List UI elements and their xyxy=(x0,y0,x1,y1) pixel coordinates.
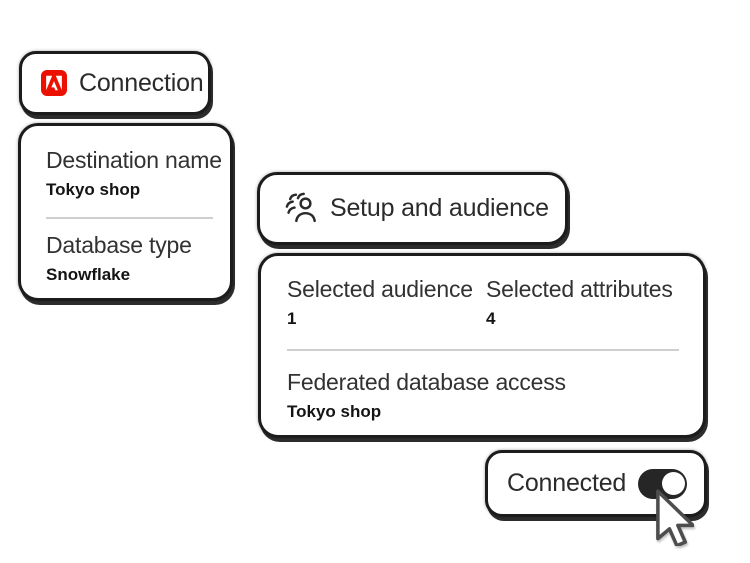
connected-toggle[interactable] xyxy=(638,468,687,499)
audience-icon xyxy=(285,192,316,223)
toggle-knob xyxy=(661,472,685,495)
database-type-value: Snowflake xyxy=(46,264,131,284)
divider xyxy=(46,216,213,219)
connection-title: Connection xyxy=(79,68,204,97)
selected-attributes-stat: Selected attributes 4 xyxy=(486,276,673,330)
summary-stats-row: Selected audience 1 Selected attributes … xyxy=(287,276,683,330)
setup-audience-card: Setup and audience xyxy=(257,172,568,245)
federated-access-label: Federated database access xyxy=(287,368,566,395)
connected-card: Connected xyxy=(485,450,707,517)
adobe-logo-icon xyxy=(41,70,67,96)
federated-access-value: Tokyo shop xyxy=(287,401,382,421)
selected-attributes-label: Selected attributes xyxy=(486,276,673,302)
selected-audience-label: Selected audience xyxy=(287,276,473,302)
setup-audience-title: Setup and audience xyxy=(330,194,549,222)
database-type-label: Database type xyxy=(46,231,192,258)
summary-card: Selected audience 1 Selected attributes … xyxy=(258,253,706,438)
connection-card: Connection xyxy=(19,51,211,115)
selected-audience-stat: Selected audience 1 xyxy=(287,276,486,330)
selected-audience-value: 1 xyxy=(287,309,297,329)
selected-attributes-value: 4 xyxy=(486,309,496,329)
destination-card: Destination name Tokyo shop Database typ… xyxy=(18,123,233,301)
destination-name-label: Destination name xyxy=(46,147,222,173)
divider xyxy=(287,348,679,351)
connected-label: Connected xyxy=(507,469,627,497)
destination-name-value: Tokyo shop xyxy=(46,180,141,200)
